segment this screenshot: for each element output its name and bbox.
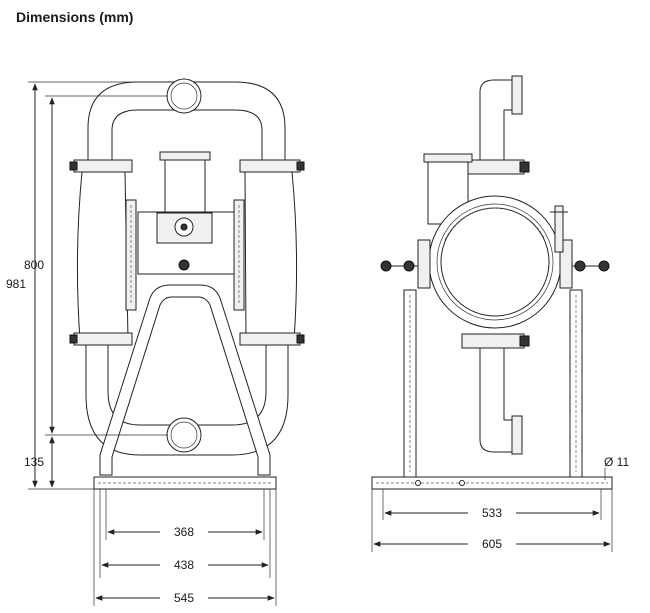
- dim-368-label: 368: [174, 525, 194, 539]
- dim-135-label: 135: [24, 455, 44, 469]
- dim-981-label: 981: [6, 277, 26, 291]
- page-title: Dimensions (mm): [16, 9, 134, 25]
- dim-438-label: 438: [174, 558, 194, 572]
- dim-545-label: 545: [174, 591, 194, 605]
- front-view-pump: [69, 78, 305, 490]
- side-view-pump: [371, 75, 613, 490]
- dim-800-label: 800: [24, 258, 44, 272]
- front-view-dimensions: [28, 81, 277, 606]
- dim-533-label: 533: [482, 506, 502, 520]
- side-view-dimensions: [371, 468, 613, 552]
- dim-hole-diameter-label: Ø 11: [604, 455, 629, 469]
- dim-605-label: 605: [482, 537, 502, 551]
